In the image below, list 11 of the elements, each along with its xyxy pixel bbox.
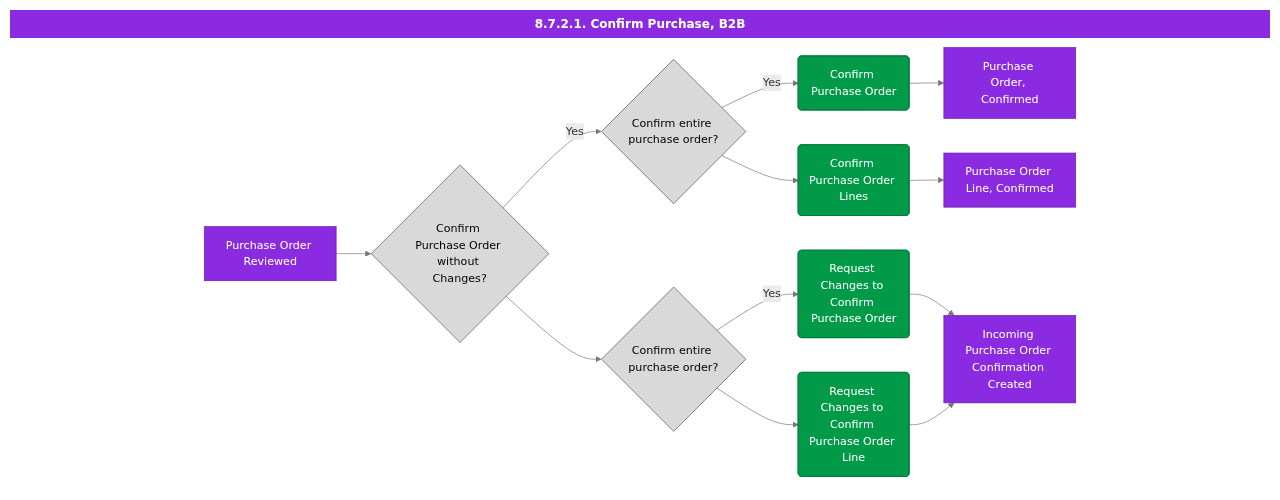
edge-label: Yes [565,124,584,138]
node-box: Purchase Order, Confirmed [943,47,1077,119]
node-diamond: Confirm Purchase Order without Changes? [370,164,550,343]
edge-label: Yes [762,76,781,90]
node-box: Incoming Purchase Order Confirmation Created [943,315,1077,404]
node-diamond: Confirm entire purchase order? [601,286,747,432]
node-box: Purchase Order Line, Confirmed [943,152,1077,208]
node-box: Purchase Order Reviewed [203,226,337,282]
title-bar: 8.7.2.1. Confirm Purchase, B2B [10,10,1270,38]
edge-label: Yes [762,286,781,301]
node-diamond: Confirm entire purchase order? [601,59,747,205]
